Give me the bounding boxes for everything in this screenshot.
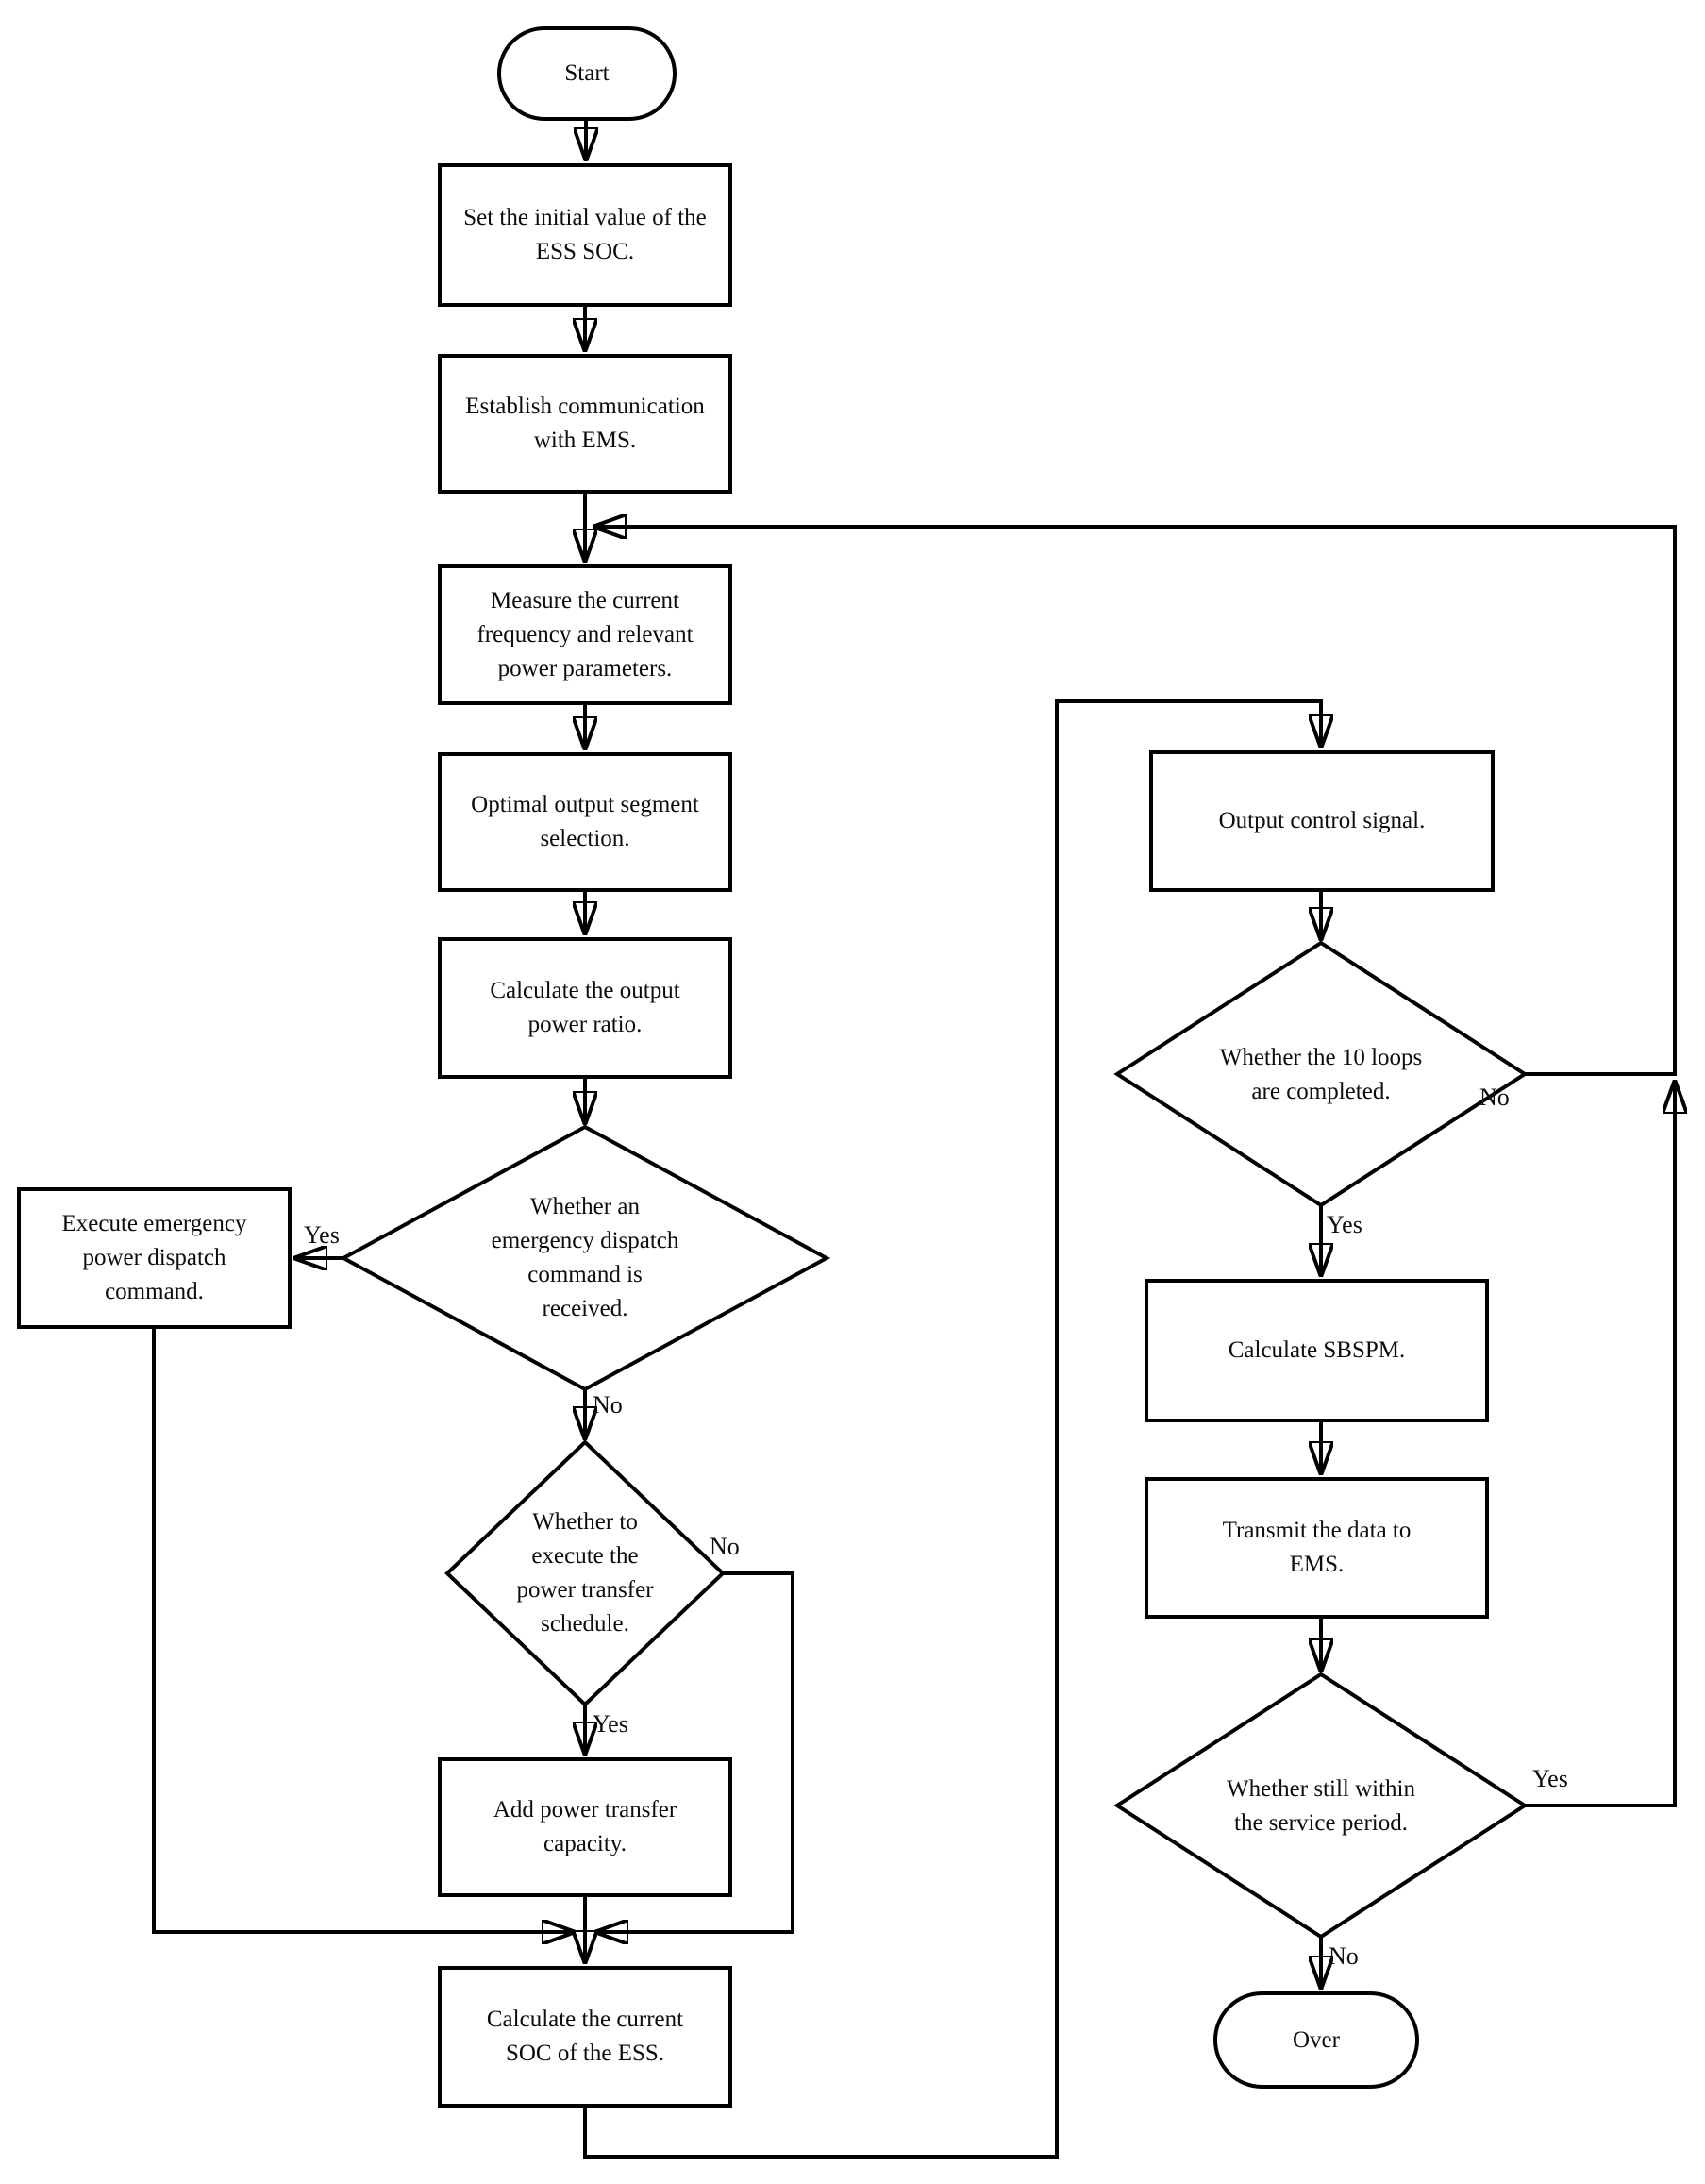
node-service-decision: Whether still within the service period. [1194, 1770, 1448, 1843]
node-over-label: Over [1293, 2026, 1340, 2053]
edge-label-loops-no: No [1479, 1084, 1510, 1111]
node-transmit: Transmit the data to EMS. [1145, 1477, 1489, 1619]
node-transfer-decision: Whether to execute the power transfer sc… [500, 1503, 670, 1644]
node-measure: Measure the current frequency and releva… [438, 564, 732, 705]
node-loops-decision: Whether the 10 loops are completed. [1194, 1038, 1448, 1112]
decision-diamond-emergency [339, 1124, 831, 1392]
edge-transfer-no-to-merge [596, 1571, 794, 1932]
node-emergency-decision: Whether an emergency dispatch command is… [462, 1182, 708, 1335]
edge-label-emergency-no: No [593, 1391, 623, 1419]
edge-label-service-no: No [1329, 1942, 1359, 1970]
edge-label-loops-yes: Yes [1327, 1211, 1362, 1238]
edge-execute-to-merge [152, 1329, 574, 1932]
node-calc-soc: Calculate the current SOC of the ESS. [438, 1966, 732, 2108]
node-start-label: Start [564, 60, 610, 86]
node-output-signal: Output control signal. [1149, 750, 1495, 892]
node-calc-sbspm-label: Calculate SBSPM. [1228, 1337, 1406, 1363]
decision-diamond-service [1113, 1672, 1529, 1940]
decision-diamond-loops [1113, 940, 1529, 1208]
node-optimal-label: Optimal output segment selection. [471, 792, 699, 851]
node-over: Over [1213, 1991, 1419, 2089]
node-add-capacity: Add power transfer capacity. [438, 1757, 732, 1897]
node-calc-sbspm: Calculate SBSPM. [1145, 1279, 1489, 1422]
node-loops-decision-label: Whether the 10 loops are completed. [1219, 1045, 1423, 1104]
node-output-signal-label: Output control signal. [1218, 808, 1426, 833]
node-optimal: Optimal output segment selection. [438, 752, 732, 892]
node-measure-label: Measure the current frequency and releva… [476, 587, 694, 681]
node-calc-ratio: Calculate the output power ratio. [438, 937, 732, 1079]
node-establish: Establish communication with EMS. [438, 354, 732, 494]
node-calc-ratio-label: Calculate the output power ratio. [490, 978, 680, 1037]
node-calc-soc-label: Calculate the current SOC of the ESS. [486, 2007, 684, 2066]
edge-service-yes-to-return-loop [1525, 1082, 1675, 1807]
decision-diamond-transfer [444, 1439, 726, 1707]
node-transmit-label: Transmit the data to EMS. [1222, 1518, 1412, 1577]
edge-calc-soc-to-output-signal [583, 699, 1321, 2159]
node-execute-emergency: Execute emergency power dispatch command… [17, 1187, 292, 1329]
node-set-initial: Set the initial value of the ESS SOC. [438, 163, 732, 307]
node-add-capacity-label: Add power transfer capacity. [493, 1797, 677, 1856]
node-service-decision-label: Whether still within the service period. [1227, 1776, 1415, 1836]
edge-return-loop-to-measure-line [594, 527, 1677, 1076]
node-execute-emergency-label: Execute emergency power dispatch command… [61, 1211, 247, 1304]
node-emergency-decision-label: Whether an emergency dispatch command is… [491, 1194, 679, 1321]
edge-label-service-yes: Yes [1532, 1765, 1568, 1792]
edge-label-emergency-yes: Yes [304, 1221, 340, 1249]
node-establish-label: Establish communication with EMS. [465, 394, 705, 453]
node-start: Start [497, 26, 677, 121]
node-transfer-decision-label: Whether to execute the power transfer sc… [516, 1509, 654, 1637]
edge-label-transfer-yes: Yes [593, 1710, 628, 1738]
node-set-initial-label: Set the initial value of the ESS SOC. [463, 205, 707, 264]
edge-label-transfer-no: No [710, 1533, 740, 1560]
